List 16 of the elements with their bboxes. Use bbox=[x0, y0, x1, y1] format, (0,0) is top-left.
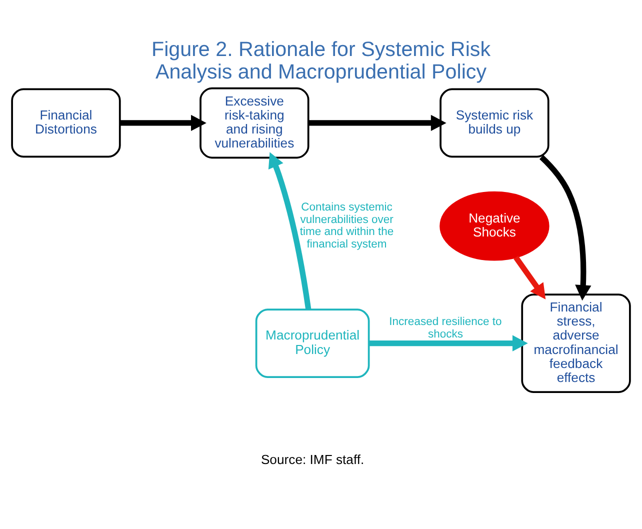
arrow bbox=[539, 154, 592, 300]
edge-label: Contains systemic vulnerabilities over time and within the financial system bbox=[300, 201, 394, 250]
node-ellipse: Negative Shocks bbox=[440, 190, 550, 260]
arrow bbox=[120, 114, 206, 131]
diagram-title: Figure 2. Rationale for Systemic Risk Analysis and Macroprudential Policy bbox=[151, 38, 491, 84]
node-box: Financial stress, adverse macrofinancial feedback effects bbox=[521, 293, 631, 392]
arrow bbox=[514, 255, 546, 299]
node-box: Excessive risk-taking and rising vulnerabilities bbox=[200, 86, 310, 158]
arrow bbox=[268, 152, 312, 310]
node-box: Macroprudential Policy bbox=[255, 308, 370, 378]
arrow bbox=[308, 114, 446, 131]
node-box: Systemic risk builds up bbox=[440, 88, 550, 158]
edge-label: Increased resilience to shocks bbox=[389, 316, 502, 340]
arrow bbox=[369, 334, 528, 351]
node-box: Financial Distortions bbox=[11, 88, 121, 158]
caption: Source: IMF staff. bbox=[260, 451, 364, 466]
